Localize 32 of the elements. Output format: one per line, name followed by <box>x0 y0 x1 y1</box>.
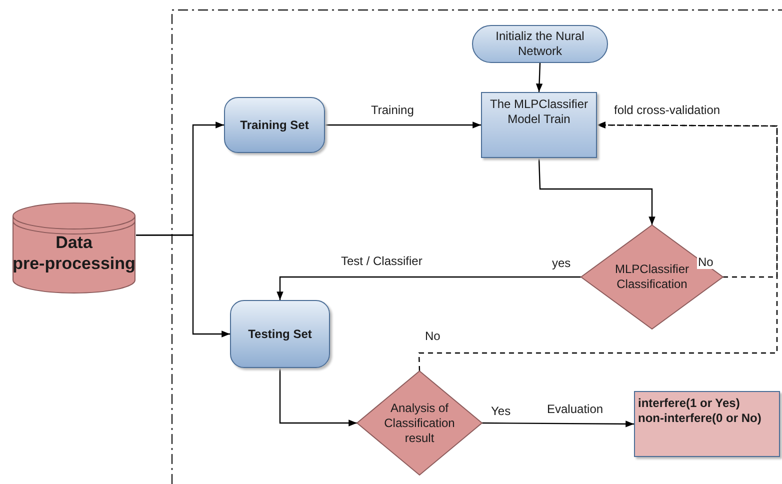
node-text: Testing Set <box>248 326 312 342</box>
arrow <box>136 234 230 338</box>
arrow <box>279 368 357 426</box>
result-box <box>634 391 780 457</box>
arrow <box>276 276 581 300</box>
arrow <box>538 158 656 225</box>
edge-label: No <box>697 255 714 269</box>
node-text: Data pre-processing <box>12 232 136 274</box>
dashed-arrow <box>418 122 778 372</box>
edge-label: Evaluation <box>546 402 604 416</box>
node-text: non-interfere(0 or No) <box>638 411 762 426</box>
text-label: Yes <box>490 404 512 418</box>
decision-diamond <box>581 225 723 329</box>
decision-diamond <box>357 371 482 475</box>
edge-label: Training <box>370 103 415 117</box>
node-text: Initializ the Nural Network <box>494 29 586 59</box>
node-text: The MLPClassifier Model Train <box>488 97 590 127</box>
text-label: fold cross-validation <box>613 103 722 117</box>
start-terminal <box>472 25 608 63</box>
arrow <box>536 62 543 92</box>
process-box <box>230 300 330 368</box>
node-text: interfere(1 or Yes) <box>638 396 740 411</box>
edge-label: Test / Classifier <box>340 254 424 268</box>
node-text: Training Set <box>240 118 309 132</box>
process-box <box>224 97 325 153</box>
node-text: Analysis of Classification result <box>383 400 456 446</box>
arrow <box>325 122 481 128</box>
arrow <box>482 420 634 428</box>
edge-label: No <box>424 329 442 343</box>
database-cylinder <box>12 202 136 294</box>
process-box <box>481 92 597 158</box>
node-text: MLPClassifier Classification <box>614 262 690 292</box>
